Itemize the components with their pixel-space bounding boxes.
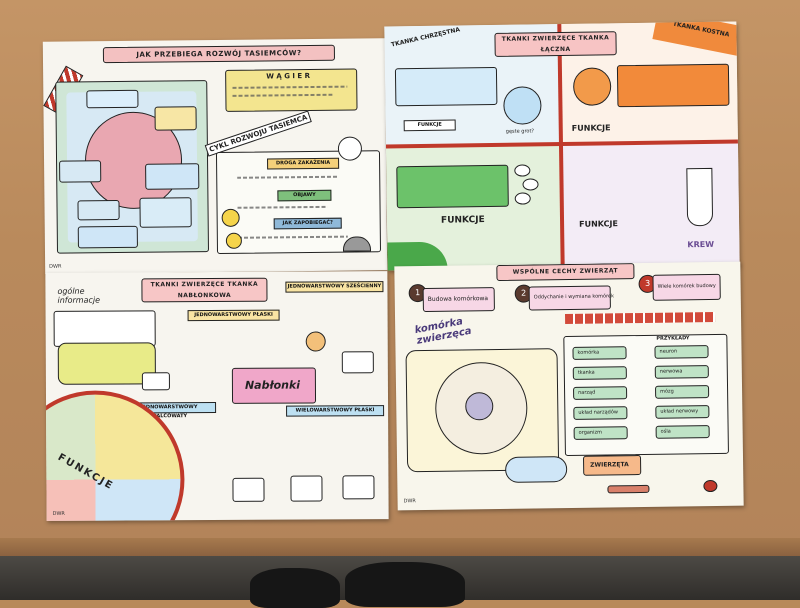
sheet-title: JAK PRZEBIEGA ROZWÓJ TASIEMCÓW?: [102, 44, 336, 64]
functions-2: FUNKCJE: [571, 123, 611, 133]
lifecycle-panel: [55, 80, 210, 254]
shoe-left: [250, 568, 340, 608]
animals-box: ZWIERZĘTA: [582, 455, 642, 476]
epithelia-box: Nabłonki: [231, 367, 317, 404]
functions-4: FUNKCJE: [579, 219, 618, 229]
sheet-animal-features: WSPÓLNE CECHY ZWIERZĄT 1 Budowa komórkow…: [394, 261, 744, 511]
functions-1: FUNKCJE: [403, 119, 456, 132]
test-tube: [686, 167, 714, 227]
lifecycle-label: CYKL ROZWOJU TASIEMCA: [204, 110, 312, 157]
sheet-title: TKANKI ZWIERZĘCE TKANKA ŁĄCZNA: [494, 31, 617, 57]
cell-title: komórka zwierzęca: [413, 316, 473, 347]
ribbon-prevention: JAK ZAPOBIEGAĆ?: [273, 217, 342, 230]
bunting: [564, 311, 716, 325]
general-info: ogólne informacje: [57, 286, 101, 305]
functions-3: FUNKCJE: [440, 215, 485, 226]
ribbon-symptoms: OBJAWY: [277, 189, 332, 202]
cloud: [504, 456, 568, 483]
plate-icon: [337, 136, 363, 161]
sheet-connective-tissue: TKANKI ZWIERZĘCE TKANKA ŁĄCZNA TKANKA CH…: [384, 21, 740, 271]
worm: [607, 484, 650, 494]
hierarchy-panel: PRZYKŁADY komórka tkanka narząd układ na…: [563, 333, 729, 457]
shoe-right: [345, 562, 465, 607]
blood-label: KREW: [687, 239, 715, 250]
crab: [703, 479, 718, 493]
sheet-epithelial-tissue: TKANKI ZWIERZĘCE TKANKA NABŁONKOWA ogóln…: [45, 271, 389, 521]
sheet-title: WSPÓLNE CECHY ZWIERZĄT: [496, 263, 635, 282]
ribbon-infection: DROGA ZAKAŻENIA: [267, 157, 340, 170]
cell-panel: [405, 348, 560, 473]
wagier-box: W Ą G I E R: [225, 68, 358, 112]
sheet-title: TKANKI ZWIERZĘCE TKANKA NABŁONKOWA: [141, 277, 268, 303]
floor: [0, 556, 800, 608]
epithelia-title: Nabłonki: [244, 378, 301, 392]
sheet-tapeworm: JAK PRZEBIEGA ROZWÓJ TASIEMCÓW? W Ą G I …: [42, 38, 388, 274]
table-edge: [0, 538, 800, 556]
